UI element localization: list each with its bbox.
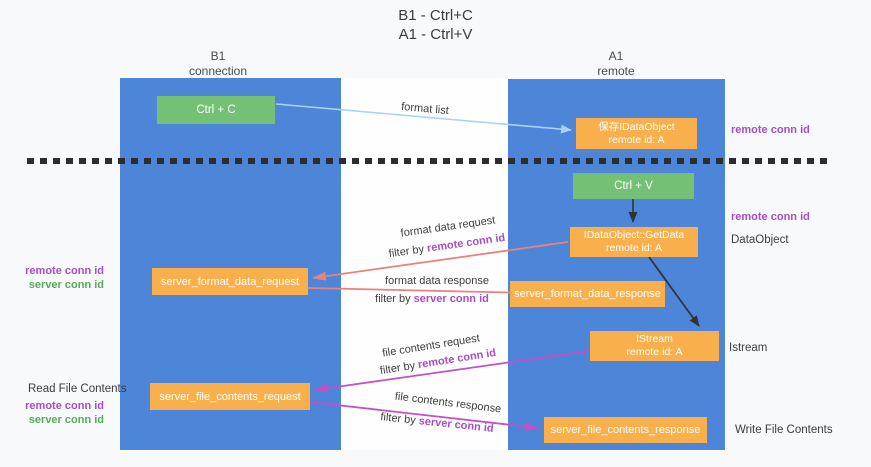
column-a1-subtitle: remote <box>597 64 635 78</box>
right-dataobject-label: DataObject <box>731 234 789 246</box>
column-b1-subtitle: connection <box>188 64 248 78</box>
filter-by-text: filter by <box>375 293 414 305</box>
save-idataobject-box: 保存IDataObject remote id: A <box>576 118 697 149</box>
left-server-conn-id-top: server conn id <box>28 278 104 291</box>
save-idataobject-line1: 保存IDataObject <box>598 120 675 133</box>
filter-id-text: server conn id <box>413 293 489 305</box>
server-format-data-request-label: server_format_data_request <box>160 275 300 288</box>
diagram-title: B1 - Ctrl+C A1 - Ctrl+V <box>0 6 871 44</box>
istream-line2: remote id: A <box>626 346 683 358</box>
right-write-file-contents-label: Write File Contents <box>735 424 833 436</box>
server-file-contents-request-box: server_file_contents_request <box>150 383 310 410</box>
server-format-data-response-box: server_format_data_response <box>510 281 665 307</box>
idataobject-getdata-box: IDataObject::GetData remote id: A <box>570 227 698 257</box>
column-header-a1: A1 remote <box>556 49 676 79</box>
left-conn-id-stack-top: remote conn id server conn id <box>14 265 104 292</box>
ctrl-c-label: Ctrl + C <box>196 104 236 116</box>
istream-line1: IStream <box>636 333 673 345</box>
column-b1-name: B1 <box>210 49 226 63</box>
server-file-contents-response-label: server_file_contents_response <box>550 424 701 436</box>
left-remote-conn-id-top: remote conn id <box>25 265 104 277</box>
server-file-contents-response-box: server_file_contents_response <box>544 417 707 443</box>
format-response-filter-label: filter by server conn id <box>375 293 489 305</box>
left-read-file-contents-label: Read File Contents <box>28 383 127 395</box>
ctrl-v-label: Ctrl + V <box>614 180 653 192</box>
server-format-data-request-box: server_format_data_request <box>152 268 308 295</box>
getdata-line2: remote id: A <box>605 242 663 254</box>
right-remote-conn-id-top: remote conn id <box>731 124 810 136</box>
column-header-b1: B1 connection <box>158 49 278 79</box>
machine-boundary-divider <box>27 158 830 164</box>
column-a1-name: A1 <box>608 49 624 63</box>
istream-box: IStream remote id: A <box>590 331 719 361</box>
ctrl-c-box: Ctrl + C <box>157 96 275 124</box>
left-conn-id-stack-bottom: remote conn id server conn id <box>14 400 104 427</box>
format-data-response-label: format data response <box>385 275 489 287</box>
right-remote-conn-id-mid: remote conn id <box>731 211 810 223</box>
server-file-contents-request-label: server_file_contents_request <box>159 390 301 403</box>
left-remote-conn-id-bottom: remote conn id <box>25 400 104 412</box>
right-istream-label: Istream <box>729 342 768 354</box>
getdata-line1: IDataObject::GetData <box>583 229 685 241</box>
left-server-conn-id-bottom: server conn id <box>28 413 104 426</box>
save-idataobject-line2: remote id: A <box>608 133 665 146</box>
ctrl-v-box: Ctrl + V <box>573 173 694 199</box>
diagram-title-line1: B1 - Ctrl+C <box>398 7 473 24</box>
server-format-data-response-label: server_format_data_response <box>514 288 661 300</box>
diagram-title-line2: A1 - Ctrl+V <box>398 26 473 43</box>
